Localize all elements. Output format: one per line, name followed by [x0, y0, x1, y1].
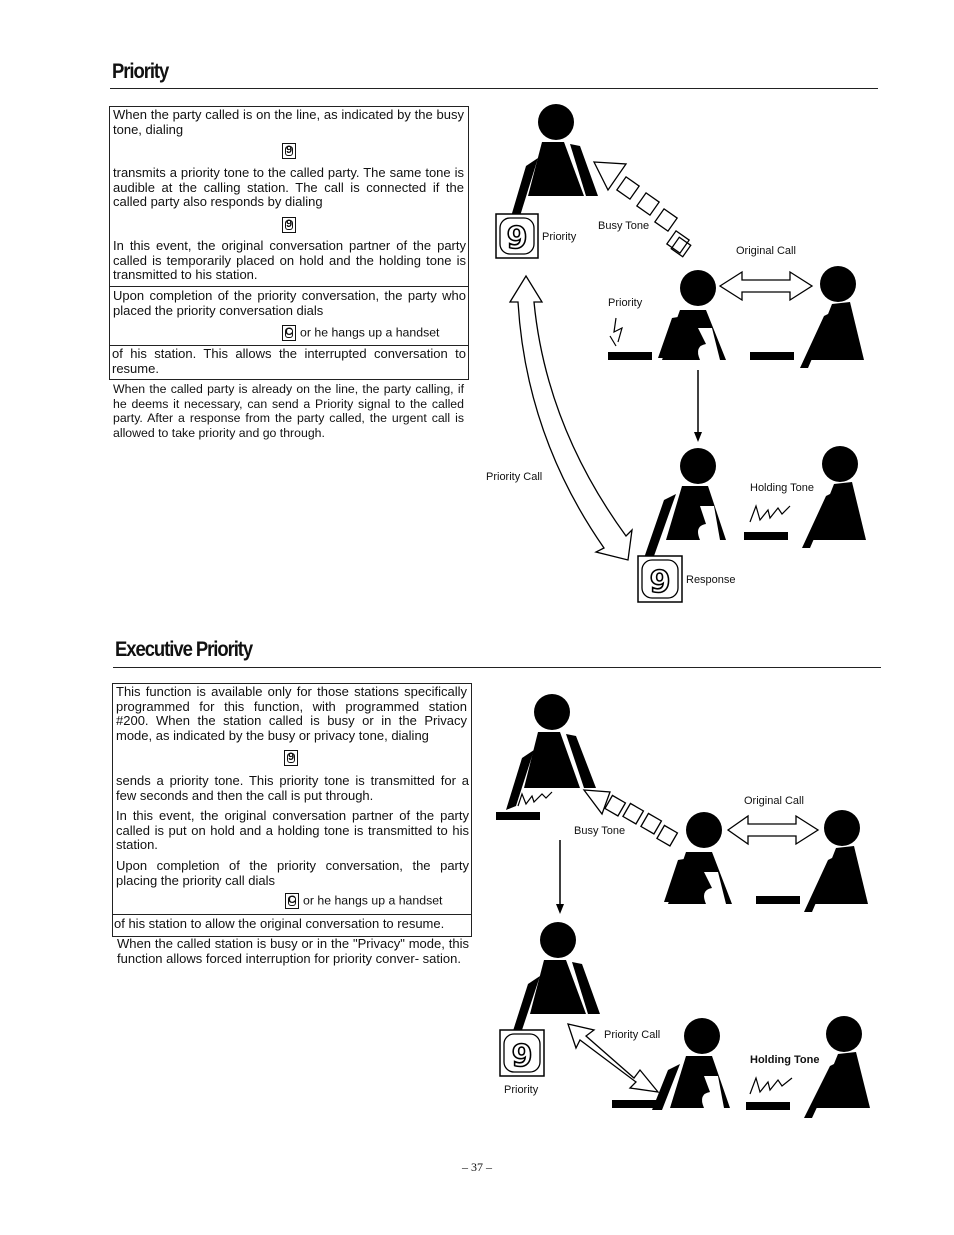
key-suffix: or he hangs up a handset — [303, 893, 443, 908]
handset-icon — [750, 352, 794, 360]
c-key-icon: C — [285, 893, 299, 909]
svg-text:9: 9 — [512, 1039, 533, 1074]
svg-text:9: 9 — [650, 565, 671, 600]
label-response: Response — [686, 574, 736, 586]
down-arrow-icon — [556, 904, 564, 914]
nine-key-icon: 9 — [499, 1029, 545, 1077]
priority-call-arrow-icon — [508, 274, 633, 561]
key-suffix: or he hangs up a handset — [300, 325, 440, 340]
handset-icon — [756, 896, 800, 904]
handset-icon — [612, 1100, 656, 1108]
partner-person-icon — [804, 810, 868, 912]
busy-tone-arrow-icon — [592, 161, 692, 258]
nine-key-icon: 9 — [282, 143, 296, 159]
nine-key-icon: 9 — [282, 217, 296, 233]
label-busy-tone: Busy Tone — [574, 825, 625, 837]
paragraph: Upon completion of the priority conversa… — [113, 288, 466, 318]
label-holding-tone: Holding Tone — [750, 482, 814, 494]
section-divider — [110, 88, 878, 89]
instruction-box — [109, 106, 469, 380]
calling-person-icon — [512, 922, 600, 1034]
paragraph: When the called station is busy or in th… — [117, 936, 469, 966]
handset-icon — [746, 1102, 790, 1110]
handset-icon — [744, 532, 788, 540]
paragraph: In this event, the original conversation… — [116, 808, 469, 853]
nine-key-icon: 9 — [637, 555, 683, 603]
label-original-call: Original Call — [744, 795, 804, 807]
called-person-icon — [652, 1018, 730, 1110]
double-arrow-icon — [718, 270, 814, 302]
instruction-box — [112, 683, 472, 937]
box-separator — [109, 286, 469, 287]
svg-text:9: 9 — [507, 221, 528, 256]
nine-key-icon: 9 — [284, 750, 298, 766]
called-person-icon — [658, 270, 726, 360]
partner-person-icon — [800, 266, 864, 368]
tone-wave-icon — [749, 1076, 793, 1095]
label-original-call: Original Call — [736, 245, 796, 257]
calling-person-icon — [510, 104, 598, 220]
called-person-icon — [664, 812, 732, 904]
paragraph: transmits a priority tone to the called … — [113, 165, 464, 210]
handset-icon — [608, 352, 652, 360]
handset-icon — [496, 812, 540, 820]
box-separator — [112, 914, 472, 915]
c-key-icon: C — [282, 325, 296, 341]
box-separator — [109, 345, 469, 346]
section-title-executive-priority: Executive Priority — [115, 638, 253, 661]
label-busy-tone: Busy Tone — [598, 220, 649, 232]
tone-wave-icon — [749, 504, 791, 523]
label-priority: Priority — [542, 231, 577, 243]
label-priority: Priority — [504, 1084, 539, 1096]
executive-priority-diagram: Busy Tone Original Call 9 Priority Prior… — [496, 694, 870, 1118]
priority-diagram: 9 Priority Busy Tone Original Call Prior… — [486, 104, 866, 603]
tone-icon — [609, 317, 623, 347]
label-holding-tone: Holding Tone — [750, 1054, 819, 1066]
busy-tone-arrow-icon — [582, 789, 679, 847]
calling-person-icon — [506, 694, 596, 810]
key-line: 9 — [284, 750, 302, 766]
partner-person-icon — [804, 1016, 870, 1118]
paragraph: of his station. This allows the interrup… — [112, 346, 466, 376]
label-priority-call: Priority Call — [604, 1029, 660, 1041]
label-priority-call: Priority Call — [486, 471, 542, 483]
page-number: – 37 – — [462, 1160, 492, 1174]
priority-call-arrow-icon — [567, 1023, 660, 1093]
paragraph: When the called party is already on the … — [113, 382, 464, 440]
tone-wave-icon — [517, 791, 553, 807]
section-title-priority: Priority — [112, 60, 169, 83]
key-line: 9 — [282, 217, 300, 233]
nine-key-icon: 9 — [495, 213, 539, 259]
key-line: 9 — [282, 143, 300, 159]
paragraph: When the party called is on the line, as… — [113, 107, 464, 137]
label-priority: Priority — [608, 297, 643, 309]
called-person-icon — [644, 448, 726, 558]
down-arrow-icon — [694, 432, 702, 442]
double-arrow-icon — [726, 814, 820, 846]
partner-person-icon — [802, 446, 866, 548]
paragraph: of his station to allow the original con… — [114, 916, 445, 931]
paragraph: In this event, the original conversation… — [113, 238, 466, 283]
paragraph: sends a priority tone. This priority ton… — [116, 773, 469, 803]
paragraph: Upon completion of the priority conversa… — [116, 858, 469, 888]
paragraph: This function is available only for thos… — [116, 684, 467, 743]
section-divider — [113, 667, 881, 668]
